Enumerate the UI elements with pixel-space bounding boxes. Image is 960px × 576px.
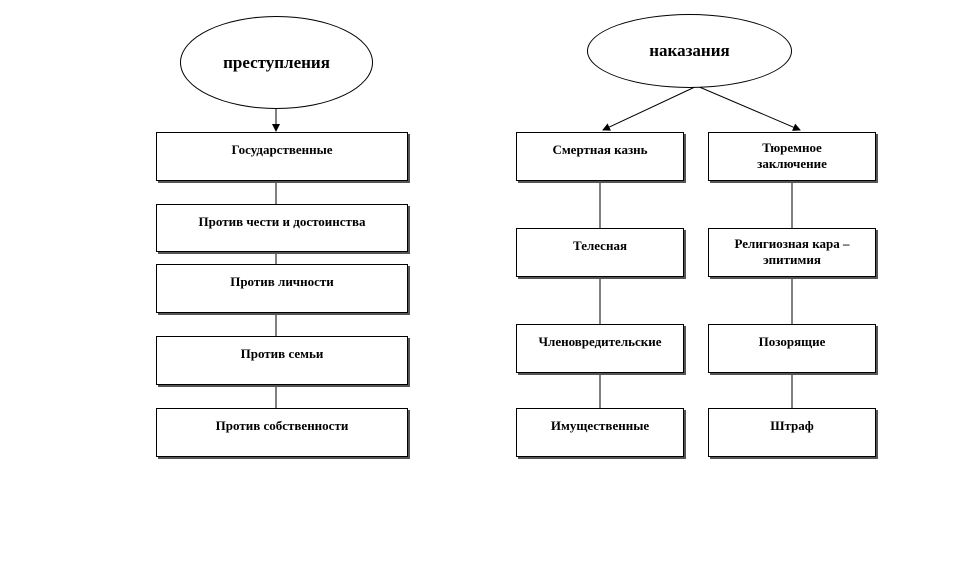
crime-node: Против семьи: [156, 336, 408, 385]
punishments-arrow-left: [602, 85, 698, 131]
punishment-node: Имущественные: [516, 408, 684, 457]
punishments-title-node: наказания: [587, 14, 792, 88]
punishments-title: наказания: [649, 41, 730, 60]
punishment-label: Тюремное заключение: [757, 140, 827, 171]
punishment-label: Позорящие: [758, 334, 826, 349]
punishment-label: Смертная казнь: [552, 142, 648, 157]
punishment-node: Телесная: [516, 228, 684, 277]
crime-label: Против личности: [230, 274, 334, 289]
punishment-node: Штраф: [708, 408, 876, 457]
crime-node: Государственные: [156, 132, 408, 181]
crime-node: Против личности: [156, 264, 408, 313]
crime-node: Против чести и достоинства: [156, 204, 408, 252]
crimes-title: преступления: [223, 52, 330, 72]
punishment-label: Членовредительские: [538, 334, 662, 349]
punishments-arrow-right: [696, 85, 801, 131]
crime-label: Государственные: [231, 142, 333, 157]
crime-node: Против собственности: [156, 408, 408, 457]
punishment-node: Тюремное заключение: [708, 132, 876, 181]
punishment-node: Религиозная кара – эпитимия: [708, 228, 876, 277]
crime-label: Против семьи: [240, 346, 324, 361]
punishment-node: Членовредительские: [516, 324, 684, 373]
punishment-node: Смертная казнь: [516, 132, 684, 181]
crime-label: Против собственности: [215, 418, 349, 433]
punishment-label: Штраф: [770, 418, 814, 433]
punishment-label: Имущественные: [550, 418, 650, 433]
crimes-title-node: преступления: [180, 16, 373, 109]
punishment-label: Религиозная кара – эпитимия: [734, 236, 850, 267]
punishment-node: Позорящие: [708, 324, 876, 373]
crime-label: Против чести и достоинства: [198, 214, 366, 229]
punishment-label: Телесная: [573, 238, 627, 253]
